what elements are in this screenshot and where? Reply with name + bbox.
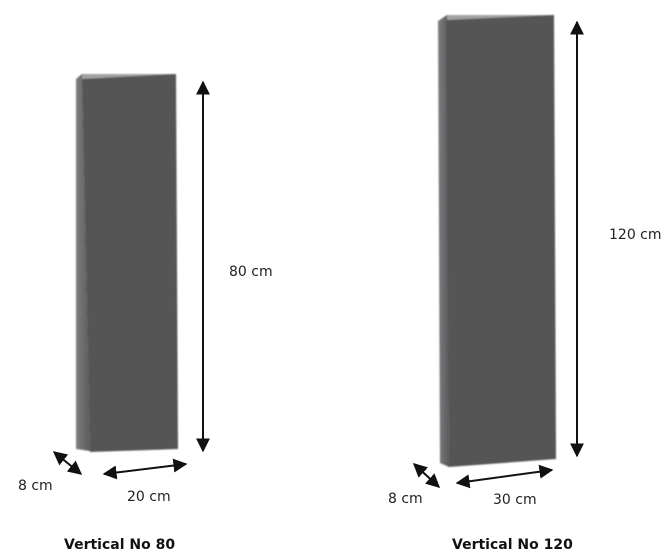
width-arrow-80	[102, 458, 188, 480]
product-vertical-no-80: 80 cm 8 cm 20 cm Vertical No 80	[18, 74, 273, 553]
panel-80	[76, 74, 178, 452]
panel-80-side-face	[76, 74, 90, 451]
panel-120-side-face	[438, 15, 449, 467]
product-title-80: Vertical No 80	[64, 537, 175, 553]
width-arrow-120	[455, 464, 554, 489]
width-label-120: 30 cm	[493, 492, 537, 508]
panel-80-front-face	[82, 74, 178, 452]
depth-arrow-80	[52, 451, 83, 475]
depth-arrow-120	[412, 463, 441, 488]
width-label-80: 20 cm	[127, 489, 171, 505]
product-title-120: Vertical No 120	[452, 537, 573, 553]
depth-label-80: 8 cm	[18, 478, 53, 494]
panel-120-front-face	[446, 15, 556, 467]
height-label-80: 80 cm	[229, 264, 273, 280]
panel-120	[438, 15, 556, 467]
height-label-120: 120 cm	[609, 227, 662, 243]
product-vertical-no-120: 120 cm 8 cm 30 cm Vertical No 120	[388, 15, 662, 553]
depth-label-120: 8 cm	[388, 491, 423, 507]
